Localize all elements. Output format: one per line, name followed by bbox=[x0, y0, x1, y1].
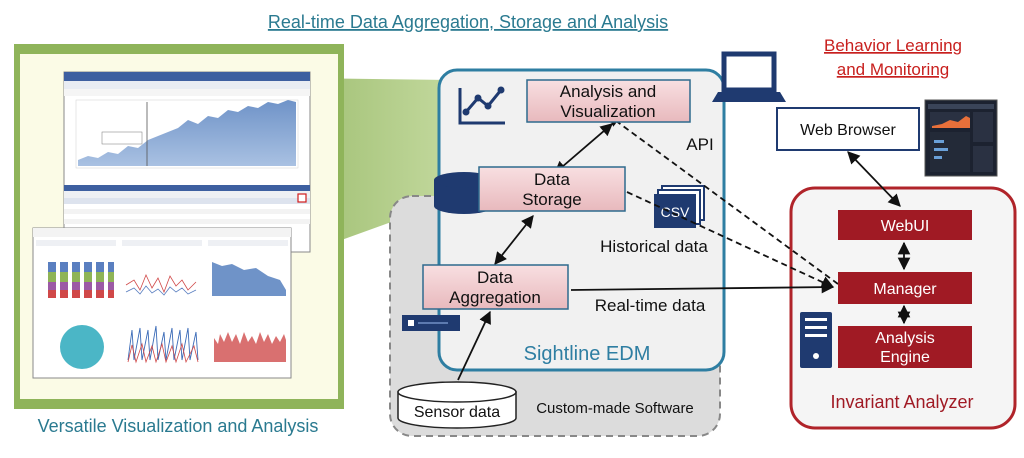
bottom-left-title: Versatile Visualization and Analysis bbox=[38, 416, 319, 436]
dashed-flow-arrows bbox=[606, 114, 839, 288]
analysis-visualization-box: Analysis and Visualization bbox=[526, 79, 691, 123]
analysis-visualization-line2: Visualization bbox=[560, 102, 655, 121]
sensor-data-label: Sensor data bbox=[414, 404, 500, 421]
spike-thumbnail-red bbox=[214, 332, 286, 362]
web-browser-label: Web Browser bbox=[800, 122, 896, 139]
sightline-edm-label: Sightline EDM bbox=[524, 343, 651, 365]
stacked-bars-thumbnail bbox=[48, 262, 114, 298]
pie-thumbnail bbox=[60, 325, 104, 369]
behavior-title-line2: and Monitoring bbox=[837, 60, 949, 79]
system-report-screenshot bbox=[32, 227, 292, 379]
top-title: Real-time Data Aggregation, Storage and … bbox=[268, 12, 668, 32]
analysis-engine-line2: Engine bbox=[880, 349, 930, 366]
server-rack-icon bbox=[402, 315, 460, 331]
web-browser-box: Web Browser bbox=[776, 107, 920, 151]
line-chart-icon bbox=[458, 86, 505, 125]
api-label: API bbox=[686, 135, 713, 154]
manager-box: Manager bbox=[838, 272, 972, 304]
webui-box: WebUI bbox=[838, 210, 972, 240]
monitoring-screenshot-thumbnail bbox=[924, 99, 998, 177]
data-aggregation-line2: Aggregation bbox=[449, 288, 541, 307]
solid-flow-arrows bbox=[457, 123, 911, 381]
behavior-title-line1: Behavior Learning bbox=[824, 36, 962, 55]
analysis-engine-line1: Analysis bbox=[875, 330, 935, 347]
data-aggregation-line1: Data bbox=[477, 268, 513, 287]
realtime-data-label: Real-time data bbox=[595, 296, 706, 315]
data-storage-line1: Data bbox=[534, 170, 570, 189]
csv-label: CSV bbox=[661, 204, 690, 220]
data-aggregation-box: Data Aggregation bbox=[422, 264, 569, 310]
area-thumbnail bbox=[212, 262, 286, 296]
historical-data-label: Historical data bbox=[600, 237, 708, 256]
analysis-engine-box: Analysis Engine bbox=[838, 326, 972, 368]
csv-document-icon: CSV bbox=[654, 185, 705, 228]
laptop-icon bbox=[712, 51, 786, 102]
invariant-analyzer-label: Invariant Analyzer bbox=[830, 392, 973, 412]
manager-label: Manager bbox=[873, 281, 937, 298]
spike-thumbnail-blue bbox=[127, 325, 199, 361]
webui-label: WebUI bbox=[881, 218, 930, 235]
data-storage-line2: Storage bbox=[522, 190, 582, 209]
line-thumbnail bbox=[125, 273, 197, 294]
server-tower-icon bbox=[800, 312, 832, 368]
custom-software-label: Custom-made Software bbox=[536, 400, 694, 417]
data-storage-box: Data Storage bbox=[478, 166, 626, 212]
analysis-visualization-line1: Analysis and bbox=[560, 82, 656, 101]
trend-chart-screenshot bbox=[63, 71, 311, 253]
sensor-data-cylinder: Sensor data bbox=[397, 381, 517, 429]
